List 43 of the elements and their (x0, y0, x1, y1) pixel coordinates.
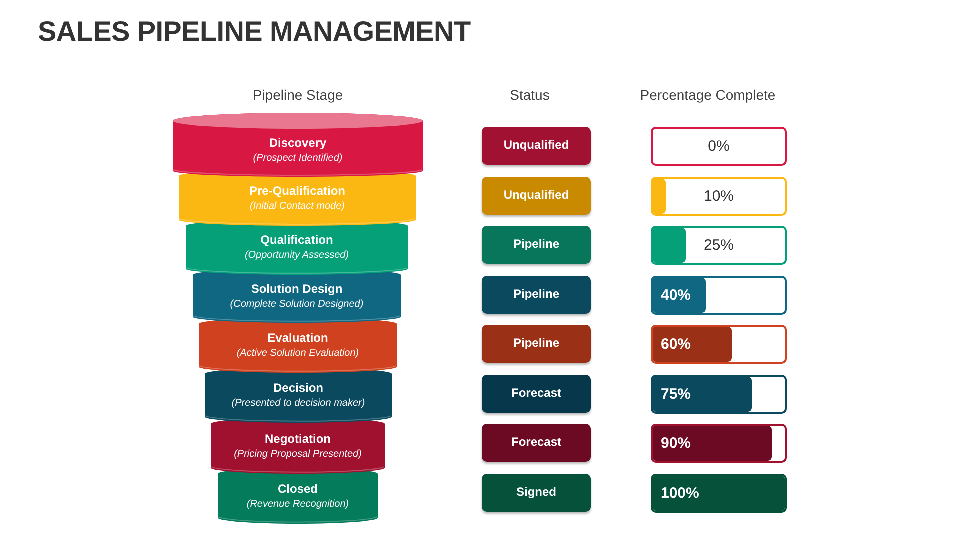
percent-value: 0% (708, 138, 730, 156)
percent-value: 10% (704, 188, 734, 206)
status-tag: Unqualified (482, 177, 591, 215)
stage-name: Closed (278, 482, 318, 496)
progress-bar (651, 375, 787, 414)
stage-name: Evaluation (268, 331, 328, 346)
stage-description: (Complete Solution Designed) (230, 298, 364, 310)
stage-description: (Initial Contact mode) (250, 200, 346, 212)
stage-description: (Opportunity Assessed) (244, 249, 350, 262)
column-header: Percentage Complete (640, 86, 776, 104)
status-tag: Pipeline (482, 325, 591, 363)
stage-name: Pre-Qualification (249, 184, 346, 198)
status-tag: Forecast (482, 375, 591, 413)
percent-value: 60% (661, 336, 692, 354)
progress-bar (651, 424, 787, 463)
column-header: Pipeline Stage (252, 86, 344, 104)
percent-value: 90% (661, 434, 692, 452)
percent-value: 75% (661, 386, 692, 404)
stage-description: (Presented to decision maker) (232, 397, 366, 410)
page-title: SALES PIPELINE MANAGEMENT (38, 15, 471, 49)
progress-bar (651, 177, 787, 216)
status-tag: Forecast (482, 424, 591, 462)
percent-value: 25% (704, 236, 734, 254)
column-header: Status (510, 86, 550, 104)
stage-name: Qualification (260, 233, 334, 248)
status-tag: Unqualified (482, 127, 591, 165)
stage-description: (Active Solution Evaluation) (236, 347, 360, 360)
percent-value: 40% (661, 286, 692, 304)
stage-description: (Revenue Recognition) (246, 498, 350, 510)
progress-bar (651, 325, 787, 364)
stage-name: Solution Design (251, 282, 343, 296)
progress-bar (651, 127, 787, 166)
stage-name: Decision (273, 381, 324, 396)
stage-description: (Prospect Identified) (253, 152, 343, 164)
progress-bar (651, 226, 787, 265)
status-tag: Pipeline (482, 226, 591, 264)
status-tag: Pipeline (482, 276, 591, 314)
stage-name: Discovery (269, 136, 327, 150)
stage-description: (Pricing Proposal Presented) (234, 448, 362, 460)
stage-name: Negotiation (265, 432, 331, 446)
progress-bar (651, 276, 787, 315)
status-tag: Signed (482, 474, 591, 512)
percent-value: 100% (661, 484, 700, 502)
